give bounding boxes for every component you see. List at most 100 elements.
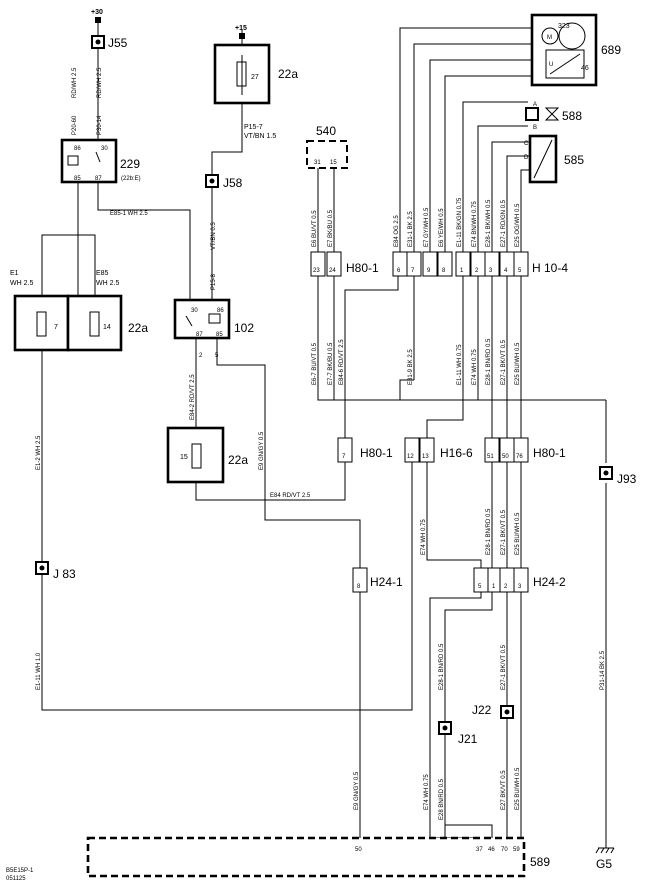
- wire-p20-60: P20-60: [72, 115, 78, 135]
- pin-h24: 24: [329, 268, 336, 274]
- label-u: U: [549, 62, 553, 68]
- connector-h80-1-b: 51 50 76 H80-1: [484, 437, 566, 463]
- wire-e27-bk3: E27-1 BK/VT 0.5: [501, 644, 507, 690]
- component-22a-mid: 15 22a: [166, 426, 248, 484]
- pin-h9: 9: [427, 268, 431, 274]
- pin-h4: 4: [504, 268, 508, 274]
- wire-vt-bn-05: VT/BN 0.5: [211, 222, 217, 250]
- wire-e85-1: E85-1 WH 2.5: [110, 211, 148, 217]
- label-229: 229: [120, 157, 140, 171]
- pin-h5: 5: [518, 268, 522, 274]
- label-h80-1-a: H80-1: [360, 446, 393, 460]
- fuse-7: 7: [54, 324, 58, 331]
- label-j21: J21: [458, 732, 478, 746]
- wire-e85-wh: WH 2.5: [96, 280, 119, 287]
- pin-h13: 13: [422, 454, 429, 460]
- component-585: C D 585: [524, 134, 584, 184]
- ground-g5: G5: [596, 857, 612, 871]
- label-g5: G5: [596, 857, 612, 871]
- footer-line1: B5E15P-1: [6, 868, 34, 874]
- label-540: 540: [316, 124, 336, 138]
- component-22a-top: 27 22a: [213, 43, 298, 105]
- label-102: 102: [234, 321, 254, 335]
- wire-e25-og: E25 OG/WH 0.5: [515, 203, 521, 247]
- pin-87b: 87: [196, 332, 203, 338]
- label-j58: J58: [223, 176, 243, 190]
- wire-e28-bn3: E28-1 BN/RD 0.5: [439, 643, 445, 690]
- pin-46: 46: [488, 847, 495, 853]
- wire-e27-rd: E27-1 RD/GN 0.5: [501, 199, 507, 247]
- label-323: 323: [558, 23, 570, 30]
- wire-e27-bot: E27 BK/VT 0.5: [501, 770, 507, 810]
- wire-e31-bk: E31-1 BK 2.5: [408, 211, 414, 247]
- wire-p15-7: P15-7: [244, 124, 263, 131]
- wire-e28-bot: E28 BN/RD 0.5: [439, 778, 445, 820]
- wire-labels: RD/WH 2.5 RD/WH 2.5 P20-60 P30-14 P15-7 …: [10, 67, 606, 820]
- pin-30: 30: [101, 146, 108, 152]
- pin-s15: 15: [330, 160, 337, 166]
- wire-e84: E84 RD/VT 2.5: [270, 493, 311, 499]
- pin-h8b: 8: [357, 584, 361, 590]
- junction-j21: J21: [438, 721, 478, 746]
- label-m: M: [547, 35, 552, 41]
- pin-h1b: 1: [492, 584, 496, 590]
- pin-2: 2: [199, 353, 203, 359]
- wire-rd-wh-a: RD/WH 2.5: [72, 67, 78, 98]
- connector-h24-2: 5 1 2 3 H24-2: [473, 567, 566, 593]
- component-22a-left: 7 14 22a: [13, 294, 148, 352]
- label-j93: J93: [617, 472, 637, 486]
- pin-h2: 2: [475, 268, 479, 274]
- supply-terminals: +30 +15: [91, 9, 247, 39]
- pin-50: 50: [355, 847, 362, 853]
- wire-e28-bn2: E28-1 BN/RD 0.5: [486, 508, 492, 555]
- pin-d: D: [524, 155, 529, 161]
- label-h80-1-top: H80-1: [346, 261, 379, 275]
- wire-e74-wh: E74 WH 0.75: [472, 349, 478, 385]
- wire-p30-14: P30-14: [97, 115, 103, 135]
- component-229: 86 30 85 87 229 (22b:E): [60, 138, 141, 184]
- pin-h76: 76: [516, 454, 523, 460]
- label-h16-6: H16-6: [440, 446, 473, 460]
- wire-e31-9: E31-9 BK 2.5: [408, 349, 414, 385]
- wire-rd-wh-b: RD/WH 2.5: [97, 67, 103, 98]
- label-589: 589: [530, 855, 550, 869]
- pin-h5b: 5: [478, 584, 482, 590]
- wire-e74-bn: E74 BN/WH 0.75: [472, 201, 478, 247]
- label-588: 588: [562, 109, 582, 123]
- label-22a-mid: 22a: [228, 453, 248, 467]
- wire-e28-bk: E28-1 BK/WH 0.5: [486, 199, 492, 247]
- junction-j55: J55: [91, 35, 128, 50]
- pin-h51: 51: [487, 454, 494, 460]
- wire-p15-8: P15-8: [211, 273, 217, 290]
- pin-h3: 3: [489, 268, 493, 274]
- fuse-15: 15: [180, 454, 188, 461]
- fuse-27: 27: [251, 74, 259, 81]
- label-h24-1: H24-1: [370, 575, 403, 589]
- pin-59: 59: [513, 847, 520, 853]
- label-585: 585: [564, 153, 584, 167]
- pin-a: A: [533, 102, 537, 108]
- label-229-sub: (22b:E): [121, 176, 141, 182]
- wire-e9-gn: E9 GN/GY 0.5: [259, 431, 265, 470]
- pin-87: 87: [95, 176, 102, 182]
- wire-e74-bot: E74 WH 0.75: [424, 774, 430, 810]
- wire-e9-gn-b: E9 GN/GY 0.5: [354, 771, 360, 810]
- pin-86: 86: [74, 146, 81, 152]
- pin-h23: 23: [313, 268, 320, 274]
- pin-5: 5: [215, 353, 219, 359]
- pin-30b: 30: [191, 308, 198, 314]
- wire-e25-bu2: E25 BU/WH 0.5: [515, 512, 521, 555]
- wire-e85: E85: [96, 270, 109, 277]
- pin-c: C: [524, 141, 529, 147]
- wire-e7-7: E7-7 BK/BU 0.5: [328, 342, 334, 385]
- label-h24-2: H24-2: [533, 575, 566, 589]
- connector-h80-1-a: 7 H80-1: [337, 437, 393, 463]
- wire-e7-gy: E7 GY/WH 0.5: [424, 207, 430, 247]
- pin-85b: 85: [216, 332, 223, 338]
- wire-lines: [41, 20, 615, 854]
- label-h10-4: H 10-4: [532, 261, 568, 275]
- pin-h6: 6: [397, 268, 401, 274]
- wire-e74-wh2: E74 WH 0.75: [421, 519, 427, 555]
- wire-e6-ye: E6 YE/WH 0.5: [439, 208, 445, 247]
